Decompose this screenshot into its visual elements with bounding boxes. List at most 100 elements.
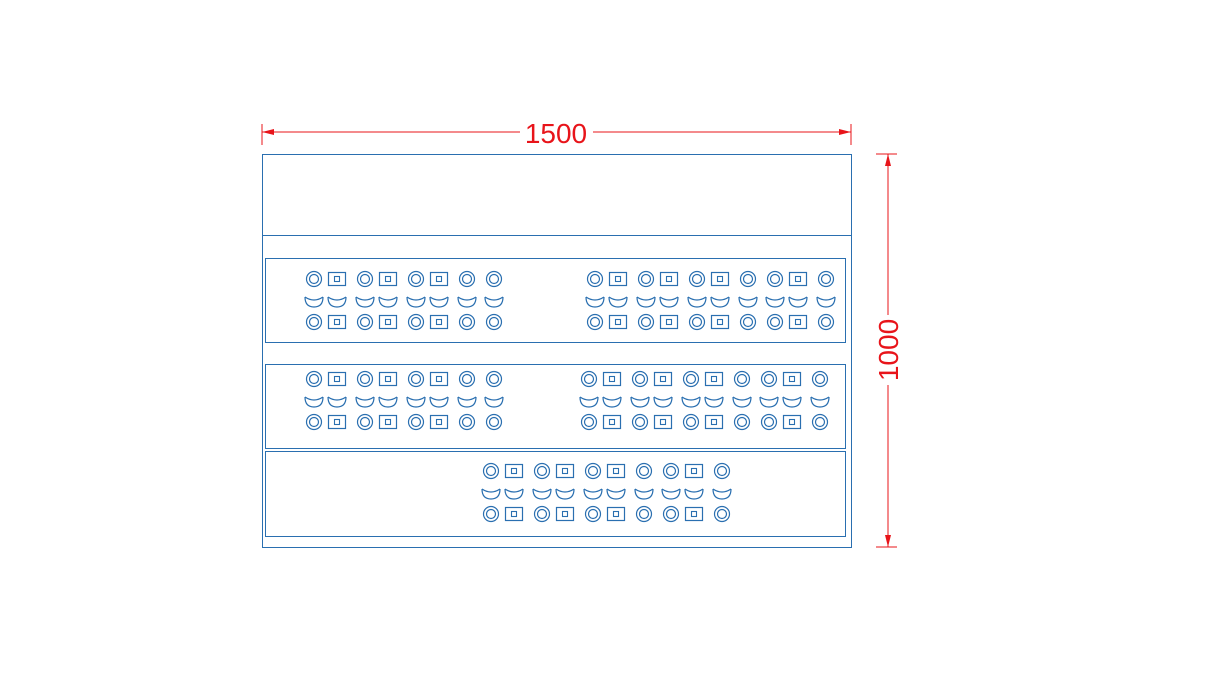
socket-round-inner — [488, 273, 500, 285]
cup-holder-icon — [583, 488, 603, 500]
socket-round-outer — [631, 370, 649, 388]
row-2-left-group — [304, 370, 504, 431]
socket-square-inner — [788, 418, 796, 426]
socket-round-icon — [688, 270, 706, 288]
socket-round-outer — [766, 270, 784, 288]
socket-square-icon — [659, 314, 679, 330]
socket-square-inner — [435, 318, 443, 326]
socket-round-icon — [485, 413, 503, 431]
socket-round-outer — [662, 462, 680, 480]
socket-square-outer — [327, 371, 347, 387]
socket-square-outer — [684, 506, 704, 522]
socket-unit — [712, 462, 732, 523]
socket-round-icon — [458, 270, 476, 288]
socket-square-icon — [327, 314, 347, 330]
socket-round-outer — [811, 370, 829, 388]
socket-unit — [481, 462, 524, 523]
socket-square-outer — [378, 414, 398, 430]
socket-square-icon — [327, 371, 347, 387]
socket-round-inner — [665, 508, 677, 520]
cup-holder-icon — [765, 296, 785, 308]
socket-round-outer — [733, 370, 751, 388]
socket-round-outer — [584, 505, 602, 523]
socket-unit — [634, 462, 654, 523]
socket-square-icon — [378, 371, 398, 387]
cup-holder-icon — [653, 396, 673, 408]
socket-unit — [583, 462, 626, 523]
socket-square-inner — [561, 510, 569, 518]
socket-round-icon — [407, 313, 425, 331]
socket-unit — [532, 462, 575, 523]
socket-round-icon — [811, 413, 829, 431]
socket-round-inner — [308, 416, 320, 428]
socket-square-inner — [608, 418, 616, 426]
socket-square-outer — [659, 314, 679, 330]
socket-square-icon — [555, 506, 575, 522]
socket-round-inner — [461, 273, 473, 285]
socket-round-inner — [308, 316, 320, 328]
socket-square-inner — [690, 467, 698, 475]
socket-unit — [457, 270, 477, 331]
socket-unit — [304, 370, 347, 431]
socket-round-outer — [637, 270, 655, 288]
socket-round-outer — [305, 413, 323, 431]
cup-holder-icon — [327, 396, 347, 408]
socket-square-inner — [612, 510, 620, 518]
socket-round-inner — [716, 465, 728, 477]
socket-square-icon — [429, 414, 449, 430]
socket-round-outer — [580, 370, 598, 388]
socket-square-icon — [378, 414, 398, 430]
socket-round-icon — [637, 270, 655, 288]
socket-square-icon — [602, 414, 622, 430]
socket-round-icon — [584, 462, 602, 480]
cup-holder-icon — [406, 396, 426, 408]
cup-holder-icon — [484, 296, 504, 308]
socket-square-icon — [608, 314, 628, 330]
socket-round-outer — [356, 313, 374, 331]
socket-unit — [810, 370, 830, 431]
cup-holder-icon — [457, 396, 477, 408]
socket-square-icon — [327, 271, 347, 287]
socket-square-icon — [608, 271, 628, 287]
row-frame-3 — [265, 451, 846, 537]
socket-round-outer — [485, 413, 503, 431]
socket-round-icon — [356, 413, 374, 431]
socket-round-icon — [305, 413, 323, 431]
socket-round-icon — [482, 505, 500, 523]
socket-round-inner — [359, 316, 371, 328]
socket-round-inner — [742, 273, 754, 285]
socket-round-outer — [811, 413, 829, 431]
socket-square-inner — [794, 275, 802, 283]
socket-round-icon — [631, 370, 649, 388]
cup-holder-icon — [684, 488, 704, 500]
socket-round-outer — [631, 413, 649, 431]
socket-round-inner — [583, 416, 595, 428]
socket-round-outer — [485, 270, 503, 288]
socket-square-inner — [788, 375, 796, 383]
socket-round-icon — [817, 313, 835, 331]
socket-round-outer — [817, 270, 835, 288]
socket-round-outer — [682, 413, 700, 431]
socket-square-inner — [614, 275, 622, 283]
socket-square-inner — [665, 275, 673, 283]
cup-holder-icon — [659, 296, 679, 308]
socket-square-inner — [384, 375, 392, 383]
socket-square-inner — [716, 275, 724, 283]
socket-round-outer — [458, 413, 476, 431]
socket-round-outer — [305, 270, 323, 288]
socket-round-inner — [685, 373, 697, 385]
socket-square-outer — [684, 463, 704, 479]
cup-holder-icon — [304, 396, 324, 408]
socket-round-outer — [586, 270, 604, 288]
cup-holder-icon — [608, 296, 628, 308]
socket-round-inner — [359, 273, 371, 285]
socket-square-inner — [659, 375, 667, 383]
socket-square-outer — [378, 271, 398, 287]
cup-holder-icon — [555, 488, 575, 500]
socket-round-icon — [482, 462, 500, 480]
socket-square-outer — [710, 271, 730, 287]
socket-round-inner — [640, 273, 652, 285]
cup-holder-icon — [606, 488, 626, 500]
socket-square-outer — [504, 463, 524, 479]
socket-round-inner — [485, 465, 497, 477]
